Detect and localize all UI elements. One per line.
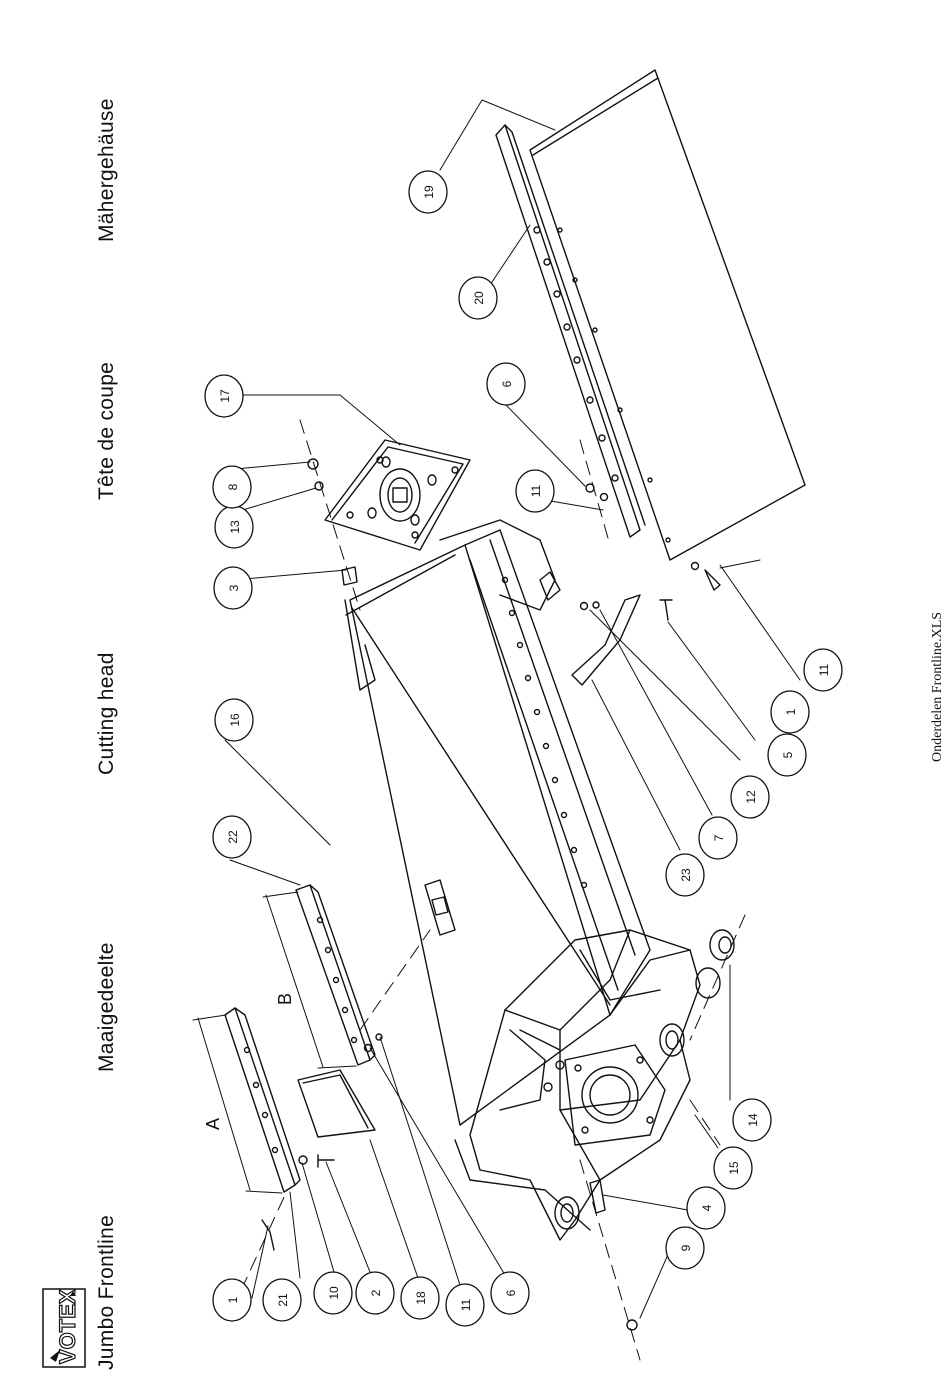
callout-label: 23: [679, 868, 693, 882]
leader-lines: [225, 100, 800, 1318]
callout-label: 12: [744, 790, 758, 804]
part-20-strip: [496, 125, 645, 537]
hardware: [262, 459, 734, 1330]
callout-15: 15: [714, 1147, 752, 1189]
callout-label: 14: [746, 1113, 760, 1127]
callout-3: 3: [214, 567, 252, 609]
part-17-flange-plate: [325, 440, 470, 550]
callout-7: 7: [699, 817, 737, 859]
callout-21: 21: [263, 1279, 301, 1321]
callout-20: 20: [459, 277, 497, 319]
callout-11: 11: [446, 1284, 484, 1326]
callout-11: 11: [804, 649, 842, 691]
callout-label: 1: [784, 708, 798, 715]
gearbox-bracket: [470, 930, 700, 1240]
callout-5: 5: [768, 734, 806, 776]
callout-6: 6: [487, 363, 525, 405]
part-18-plate: [298, 1070, 375, 1137]
callout-label: 18: [414, 1291, 428, 1305]
callout-label: 7: [712, 834, 726, 841]
callout-label: 9: [679, 1244, 693, 1251]
part-19-flap: [530, 70, 805, 560]
callout-6: 6: [491, 1272, 529, 1314]
cutting-head-housing: [345, 520, 690, 1230]
callout-label: 10: [327, 1286, 341, 1300]
dim-label-a: A: [203, 1118, 223, 1130]
callout-label: 8: [226, 483, 240, 490]
part-21-bar-a: [225, 1008, 300, 1192]
callout-1: 1: [771, 691, 809, 733]
callout-9: 9: [666, 1227, 704, 1269]
callout-label: 21: [276, 1293, 290, 1307]
callout-11: 11: [516, 470, 554, 512]
callout-label: 19: [422, 185, 436, 199]
callout-1: 1: [213, 1279, 251, 1321]
callout-label: 5: [781, 751, 795, 758]
callout-label: 22: [226, 830, 240, 844]
callout-4: 4: [687, 1187, 725, 1229]
callout-17: 17: [205, 375, 243, 417]
callout-14: 14: [733, 1099, 771, 1141]
dim-label-b: B: [275, 993, 295, 1005]
callout-label: 3: [227, 584, 241, 591]
callout-label: 20: [472, 291, 486, 305]
axis-lines: [232, 420, 745, 1360]
callout-label: 17: [218, 389, 232, 403]
callout-10: 10: [314, 1272, 352, 1314]
callout-22: 22: [213, 816, 251, 858]
callout-label: 13: [228, 520, 242, 534]
callout-16: 16: [215, 699, 253, 741]
callout-label: 6: [500, 380, 514, 387]
callout-23: 23: [666, 854, 704, 896]
callout-label: 2: [369, 1289, 383, 1296]
callout-label: 1: [226, 1296, 240, 1303]
callout-2: 2: [356, 1272, 394, 1314]
callout-18: 18: [401, 1277, 439, 1319]
callout-label: 16: [228, 713, 242, 727]
callout-8: 8: [213, 466, 251, 508]
callout-label: 11: [529, 484, 543, 497]
callout-label: 4: [700, 1204, 714, 1211]
callout-13: 13: [215, 506, 253, 548]
part-22-bar-b: [296, 885, 375, 1065]
callout-19: 19: [409, 171, 447, 213]
callout-label: 11: [459, 1298, 473, 1311]
callout-label: 15: [727, 1161, 741, 1175]
callout-12: 12: [731, 776, 769, 818]
callout-label: 11: [817, 663, 831, 676]
callout-label: 6: [504, 1289, 518, 1296]
dimension-a: [193, 1015, 282, 1193]
